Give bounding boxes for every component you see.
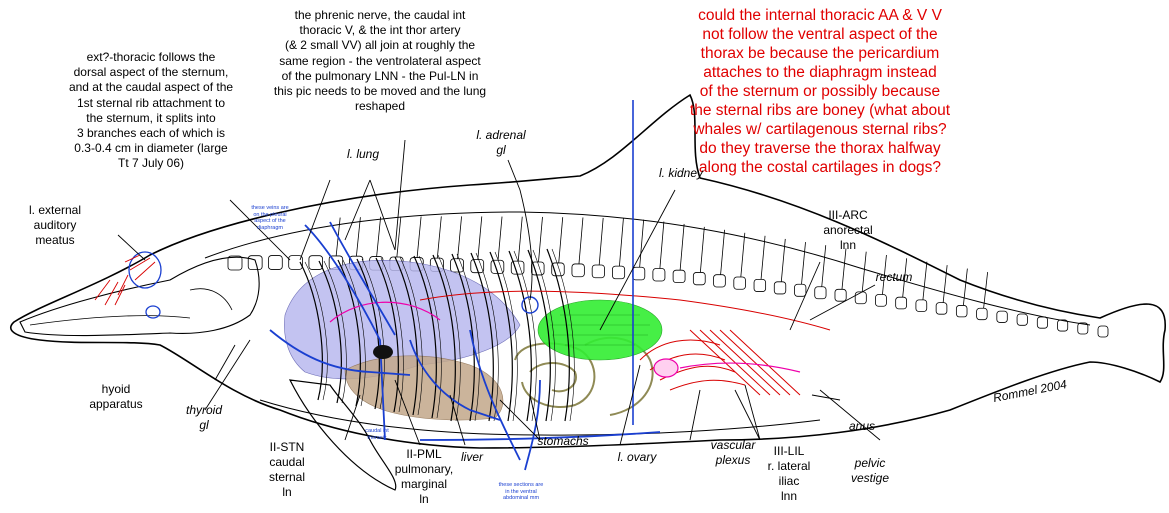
label-hyoid-apparatus: hyoid apparatus	[76, 382, 156, 412]
label-stomachs: stomachs	[527, 434, 599, 449]
label-lateral-iliac-lnn: III-LIL r. lateral iliac lnn	[752, 444, 826, 504]
label-external-auditory-meatus: l. external auditory meatus	[12, 203, 98, 248]
blue-note-diaphragm-veins: these veins are on the pleural aspect of…	[240, 205, 300, 231]
label-lung: l. lung	[333, 147, 393, 162]
label-thyroid-gland: thyroid gl	[176, 403, 232, 433]
label-ovary: l. ovary	[607, 450, 667, 465]
note-phrenic-nerve: the phrenic nerve, the caudal int thorac…	[268, 8, 492, 114]
label-rectum: rectum	[864, 270, 924, 285]
label-anus: anus	[837, 419, 887, 434]
label-caudal-sternal-ln: II-STN caudal sternal ln	[252, 440, 322, 500]
note-external-thoracic: ext?-thoracic follows the dorsal aspect …	[40, 50, 262, 172]
heart-shape	[373, 345, 393, 359]
note-internal-thoracic-question: could the internal thoracic AA & V V not…	[645, 6, 995, 177]
label-liver: liver	[452, 450, 492, 465]
blue-note-ventral-abdominal: these sections are in the ventral abdomi…	[488, 482, 554, 502]
auditory-meatus-mark	[95, 252, 161, 318]
skull	[20, 257, 259, 335]
label-anorectal-lnn: III-ARC anorectal lnn	[812, 208, 884, 253]
label-pelvic-vestige: pelvic vestige	[836, 456, 904, 486]
blue-note-caudal-int-thoracic: caudal int thoracic	[355, 428, 399, 441]
label-kidney: l. kidney	[648, 166, 714, 181]
label-adrenal-gland: l. adrenal gl	[466, 128, 536, 158]
